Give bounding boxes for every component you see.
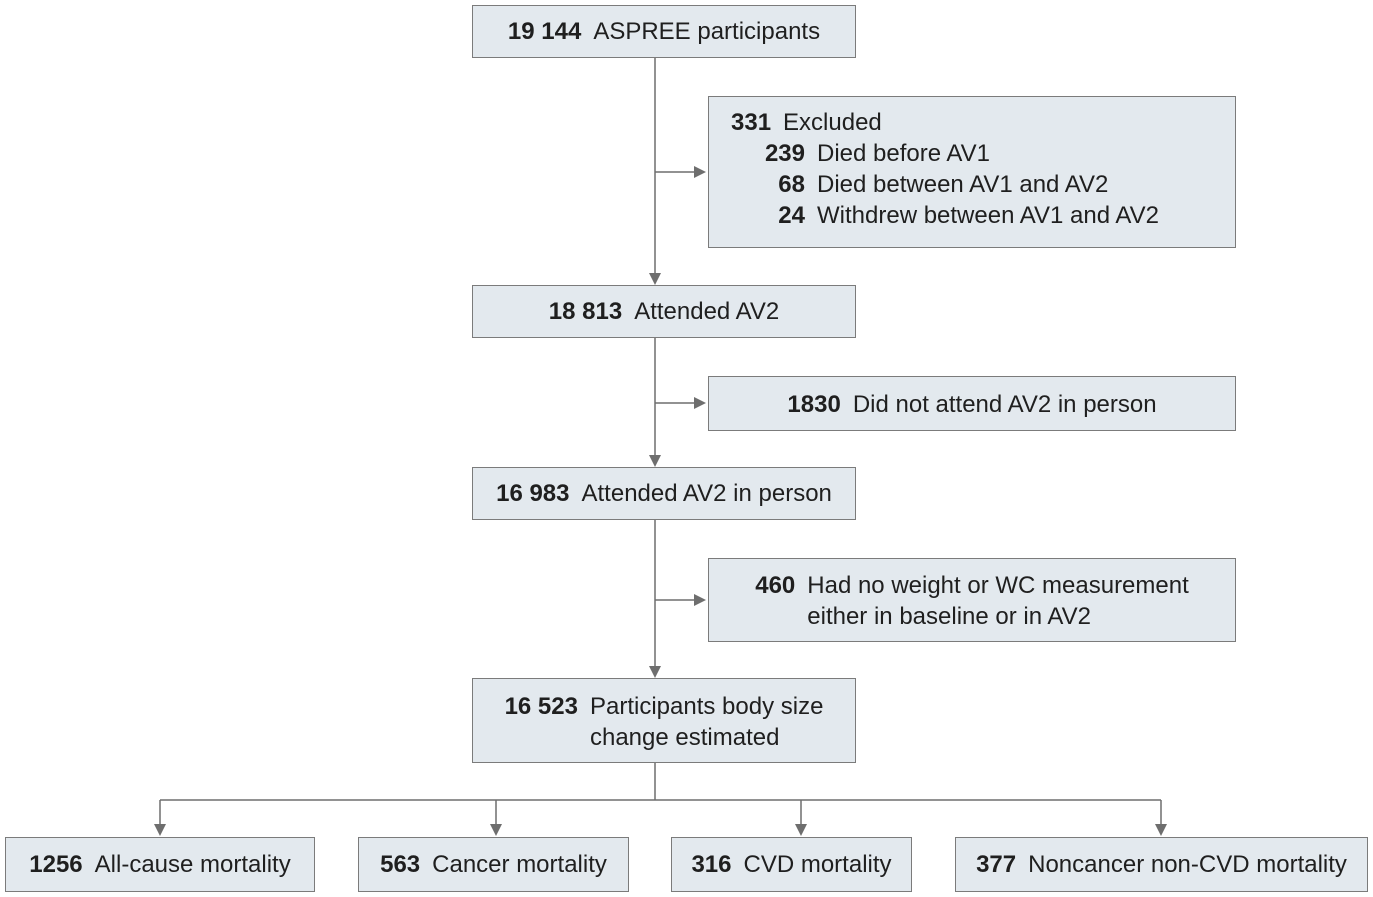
excluded-reason-count: 68 — [778, 171, 805, 198]
arrowhead-outcome-2 — [490, 824, 502, 836]
outcome-label: All-cause mortality — [94, 851, 291, 878]
in-person-box: 16 983 Attended AV2 in person — [472, 467, 856, 520]
no-measurement-line2: either in baseline or in AV2 — [807, 603, 1091, 630]
not-in-person-label: Did not attend AV2 in person — [852, 391, 1157, 418]
excluded-reason-count: 239 — [764, 140, 805, 167]
no-measurement-box: 460 Had no weight or WC measurement eith… — [708, 558, 1236, 642]
excluded-reason-count: 24 — [778, 202, 805, 229]
outcome-label: CVD mortality — [743, 851, 892, 878]
excluded-label: Excluded — [783, 109, 882, 136]
attended-av2-box: 18 813 Attended AV2 — [472, 285, 856, 338]
arrowhead-no-measurement — [694, 594, 706, 606]
outcome-box-cvd: 316 CVD mortality — [671, 837, 912, 892]
start-count: 19 144 — [507, 18, 582, 45]
arrowhead-estimated — [649, 666, 661, 678]
not-in-person-count: 1830 — [787, 391, 841, 418]
outcome-label: Cancer mortality — [432, 851, 607, 878]
estimated-line2: change estimated — [589, 724, 780, 751]
estimated-line1: Participants body size — [589, 693, 824, 720]
start-label: ASPREE participants — [593, 18, 821, 45]
arrowhead-excluded — [694, 166, 706, 178]
outcome-box-all-cause: 1256 All-cause mortality — [5, 837, 315, 892]
in-person-label: Attended AV2 in person — [581, 480, 832, 507]
excluded-count: 331 — [731, 109, 772, 136]
estimated-box: 16 523 Participants body size change est… — [472, 678, 856, 763]
excluded-reason: 239 Died before AV1 — [731, 138, 1235, 169]
in-person-count: 16 983 — [496, 480, 570, 507]
arrowhead-outcome-4 — [1155, 824, 1167, 836]
arrowhead-outcome-1 — [154, 824, 166, 836]
estimated-count: 16 523 — [504, 693, 578, 720]
excluded-box: 331 Excluded 239 Died before AV1 68 Died… — [708, 96, 1236, 248]
no-measurement-count: 460 — [755, 572, 796, 599]
no-measurement-text: Had no weight or WC measurement either i… — [807, 570, 1189, 632]
outcome-count: 563 — [380, 851, 421, 878]
excluded-reason-label: Died before AV1 — [817, 140, 991, 167]
excluded-reason-label: Withdrew between AV1 and AV2 — [817, 202, 1159, 229]
outcome-box-noncancer-non-cvd: 377 Noncancer non-CVD mortality — [955, 837, 1368, 892]
start-box: 19 144 ASPREE participants — [472, 5, 856, 58]
arrowhead-not-in-person — [694, 397, 706, 409]
outcome-count: 316 — [691, 851, 732, 878]
excluded-reason: 68 Died between AV1 and AV2 — [731, 169, 1235, 200]
outcome-count: 1256 — [29, 851, 83, 878]
no-measurement-line1: Had no weight or WC measurement — [807, 572, 1189, 599]
excluded-reason-label: Died between AV1 and AV2 — [817, 171, 1109, 198]
outcome-label: Noncancer non-CVD mortality — [1028, 851, 1347, 878]
outcome-count: 377 — [976, 851, 1017, 878]
arrowhead-outcome-3 — [795, 824, 807, 836]
arrowhead-in-person — [649, 455, 661, 467]
outcome-box-cancer: 563 Cancer mortality — [358, 837, 629, 892]
excluded-reason: 24 Withdrew between AV1 and AV2 — [731, 200, 1235, 231]
attended-av2-count: 18 813 — [548, 298, 623, 325]
estimated-text: Participants body size change estimated — [590, 691, 823, 753]
attended-av2-label: Attended AV2 — [634, 298, 780, 325]
arrowhead-av2 — [649, 273, 661, 285]
not-in-person-box: 1830 Did not attend AV2 in person — [708, 376, 1236, 431]
